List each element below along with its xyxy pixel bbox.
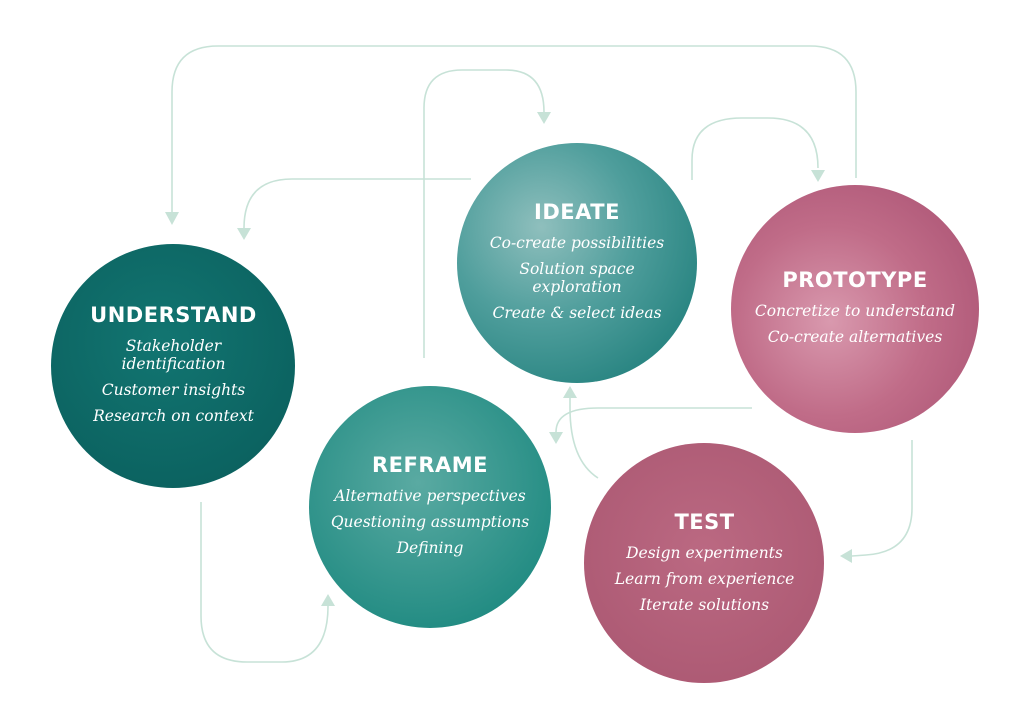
understand-node: UNDERSTAND Stakeholder identification Cu…	[53, 243, 294, 489]
test-item: Learn from experience	[614, 569, 795, 588]
understand-title: UNDERSTAND	[90, 303, 257, 327]
arrow-prototype-to-test	[851, 440, 913, 557]
test-circle	[584, 443, 824, 683]
arrowhead-understand-side	[237, 228, 251, 240]
arrow-reframe-to-ideate	[423, 69, 545, 358]
prototype-node: PROTOTYPE Concretize to understand Co-cr…	[732, 182, 978, 436]
prototype-circle	[731, 185, 979, 433]
understand-circle	[51, 244, 295, 488]
reframe-item: Alternative perspectives	[334, 487, 526, 505]
test-item: Design experiments	[626, 543, 783, 562]
arrowhead-ideate	[537, 112, 551, 124]
test-item: Iterate solutions	[639, 595, 770, 614]
test-title: TEST	[674, 509, 735, 534]
arrow-ideate-to-prototype	[691, 117, 819, 180]
reframe-item: Questioning assumptions	[330, 513, 530, 531]
ideate-title: IDEATE	[534, 200, 620, 224]
understand-item: Customer insights	[101, 381, 246, 399]
understand-item: Stakeholder identification	[121, 337, 226, 373]
prototype-title: PROTOTYPE	[782, 268, 928, 292]
prototype-item: Concretize to understand	[754, 302, 956, 320]
arrowhead-reframe-right	[549, 432, 563, 444]
reframe-node: REFRAME Alternative perspectives Questio…	[308, 388, 552, 626]
ideate-item: Solution space exploration	[519, 260, 635, 296]
understand-item: Research on context	[93, 407, 254, 425]
reframe-circle	[309, 386, 551, 628]
prototype-item: Co-create alternatives	[767, 328, 943, 346]
arrowhead-reframe-bottom	[321, 594, 335, 606]
arrow-understand-to-reframe	[200, 502, 329, 663]
ideate-item: Create & select ideas	[492, 304, 662, 322]
arrowhead-understand-top	[165, 212, 179, 225]
reframe-item: Defining	[396, 539, 464, 557]
ideate-item: Co-create possibilities	[489, 234, 665, 252]
arrow-prototype-to-understand	[171, 45, 857, 212]
arrow-test-to-ideate	[569, 396, 599, 479]
reframe-title: REFRAME	[371, 453, 489, 477]
ideate-circle	[457, 143, 697, 383]
ideate-node: IDEATE Co-create possibilities Solution …	[457, 143, 697, 383]
arrowhead-prototype	[811, 170, 825, 182]
arrow-ideate-to-understand	[243, 178, 471, 229]
arrow-prototype-to-reframe	[555, 407, 752, 433]
arrowhead-ideate-bottom	[563, 386, 577, 398]
arrowhead-test	[840, 549, 852, 563]
test-node: TEST Design experiments Learn from exper…	[580, 447, 829, 680]
